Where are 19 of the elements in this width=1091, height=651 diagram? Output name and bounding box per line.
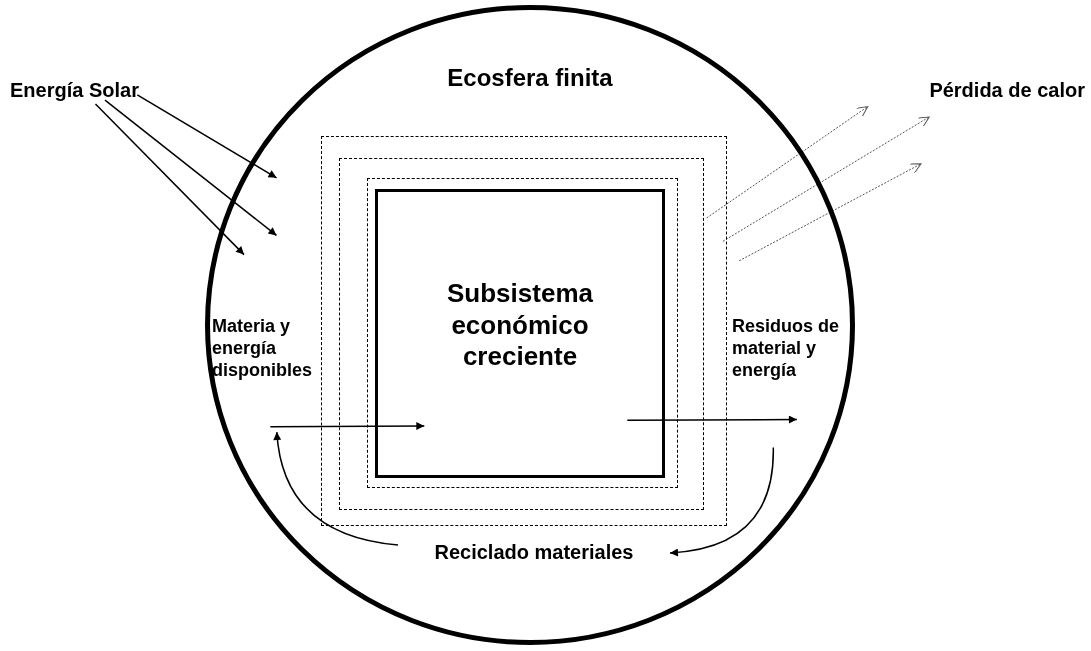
text-label: Reciclado materiales [398,540,670,568]
arrow [136,94,278,179]
arrow [104,99,278,237]
arrow [269,422,426,430]
arrow [669,446,775,557]
box-label: Subsistema económico creciente [446,278,594,374]
arrow [706,106,869,219]
arrow [94,103,245,256]
text-label: Materia y energía disponibles [212,316,320,406]
heading: Ecosfera finita [446,63,614,93]
arrow [273,431,399,546]
arrow [722,116,930,242]
arrow [626,415,798,424]
dashed-frame [321,136,727,526]
arrow [738,163,922,262]
text-label: Pérdida de calor [880,78,1085,104]
text-label: Residuos de material y energía [732,316,850,406]
text-label: Energía Solar [10,78,200,104]
dashed-frame [339,158,704,510]
